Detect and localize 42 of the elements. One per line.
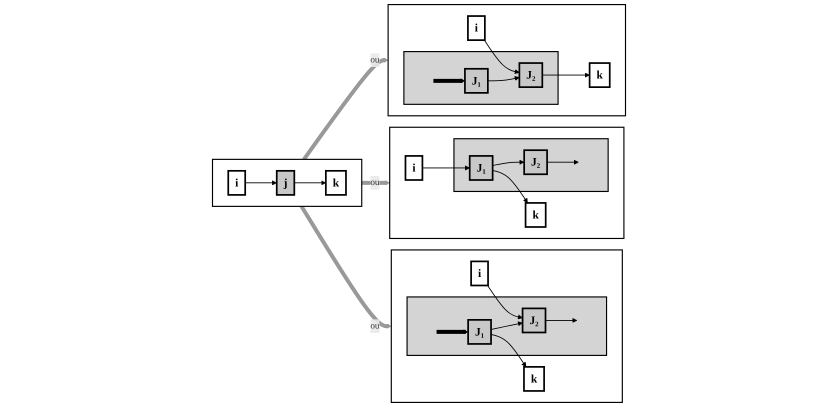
edge-label: ou: [370, 55, 380, 65]
edge-label: ou: [370, 178, 380, 188]
node-box: k: [524, 202, 547, 228]
arrow: [294, 180, 326, 186]
arrow: [487, 285, 523, 320]
node-box: J₁: [468, 155, 494, 181]
arrow: [490, 321, 523, 330]
node-box: i: [467, 15, 486, 41]
cluster: [388, 4, 626, 116]
arrow: [484, 40, 520, 74]
cluster: [453, 138, 609, 192]
node-box: J₂: [523, 149, 548, 176]
arrow: [492, 160, 524, 166]
node-box: J₂: [518, 62, 544, 88]
arrow: [302, 58, 388, 161]
arrow: [300, 205, 392, 329]
cluster: [389, 126, 624, 240]
node-box: J₁: [467, 319, 492, 345]
node-box: i: [470, 260, 489, 286]
arrow: [244, 180, 277, 186]
node-box: k: [324, 170, 347, 196]
arrow: [422, 165, 470, 170]
arrow: [436, 329, 468, 334]
arrow: [490, 334, 526, 368]
cluster: [403, 51, 559, 105]
node-box: j: [276, 170, 296, 196]
node-box: i: [404, 155, 424, 181]
arrow: [546, 160, 579, 165]
node-box: k: [523, 366, 545, 392]
arrow: [542, 72, 590, 78]
node-box: J₂: [522, 308, 546, 334]
arrow: [433, 78, 466, 84]
cluster: [406, 296, 608, 356]
node-box: k: [588, 62, 611, 88]
arrow: [492, 170, 528, 204]
arrow: [545, 318, 578, 323]
edge-label: ou: [370, 321, 380, 331]
cluster: [212, 158, 362, 207]
cluster: [390, 249, 623, 403]
node-box: i: [227, 170, 246, 196]
node-box: J₁: [464, 68, 489, 94]
arrow: [487, 76, 520, 82]
